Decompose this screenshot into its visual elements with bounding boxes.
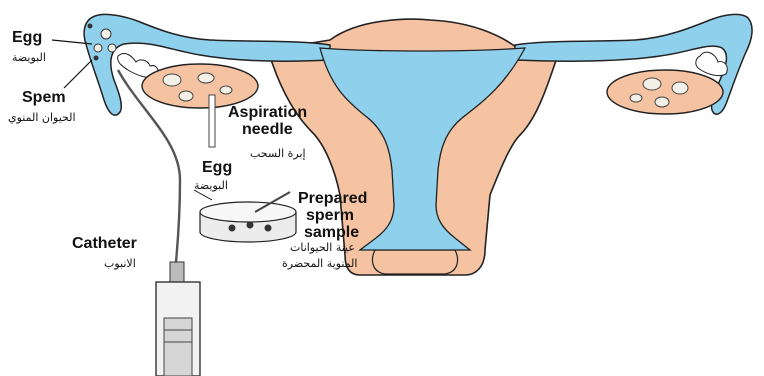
sperm-in-tube	[94, 56, 99, 61]
aspiration-needle	[209, 95, 215, 147]
left-ovary	[142, 64, 258, 108]
catheter-label-arabic: الانبوب	[104, 258, 136, 269]
sperm-pointer-arrow	[64, 60, 92, 88]
syringe-hub	[170, 262, 184, 282]
egg-label-arabic: البويضة	[12, 52, 46, 63]
egg-in-tube	[94, 44, 102, 52]
right-ovary	[607, 70, 723, 114]
petri-dish-top	[200, 202, 296, 222]
sperm-in-tube	[88, 24, 93, 29]
cervix	[372, 250, 457, 274]
dish-sample-dot	[265, 225, 272, 232]
egg-dish-label: Egg	[202, 160, 232, 176]
right-fimbriae	[696, 52, 727, 75]
prepared-sperm-sample-label-arabic-line2: المنوية المحضرة	[282, 258, 357, 269]
left-ovary-follicle	[163, 74, 181, 86]
dish-sample-dot	[229, 225, 236, 232]
right-ovary-follicle	[643, 78, 661, 90]
egg-in-tube	[101, 29, 111, 39]
right-ovary-follicle	[672, 82, 688, 94]
syringe-plunger	[164, 318, 192, 376]
prepared-sperm-sample-label-arabic-line1: عينة الحيوانات	[290, 242, 355, 253]
egg-in-tube	[108, 44, 116, 52]
prepared-sperm-sample-label: Prepared sperm sample	[298, 190, 367, 241]
right-ovary-follicle	[655, 97, 669, 107]
aspiration-needle-label-arabic: إبرة السحب	[250, 148, 306, 159]
left-ovary-follicle	[220, 86, 232, 94]
egg-label: Egg	[12, 30, 42, 46]
egg-dish-label-arabic: البويضة	[194, 180, 228, 191]
sperm-label: Spem	[22, 90, 66, 106]
left-ovary-follicle	[179, 91, 193, 101]
catheter-label: Catheter	[72, 236, 137, 252]
left-ovary-follicle	[198, 73, 214, 83]
aspiration-needle-label: Aspiration needle	[228, 104, 307, 138]
right-ovary-follicle	[630, 94, 642, 102]
dish-sample-dot	[247, 222, 254, 229]
sperm-label-arabic: الحيوان المنوي	[8, 112, 76, 123]
